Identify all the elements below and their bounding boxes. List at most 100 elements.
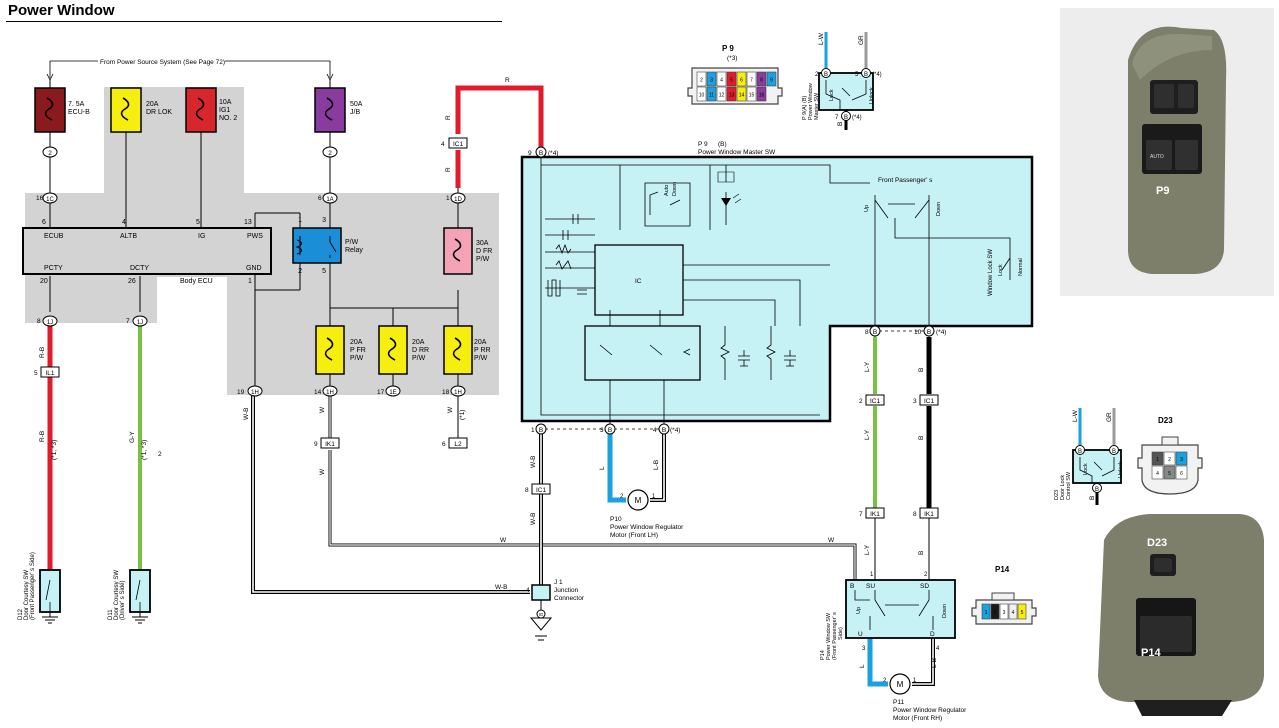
svg-text:M: M <box>897 680 904 689</box>
svg-text:3: 3 <box>600 427 604 434</box>
ecu-pin-ecub: ECUB <box>44 233 64 240</box>
connector-pin <box>999 603 1009 620</box>
svg-text:Door Lock: Door Lock <box>1060 475 1066 500</box>
svg-text:P14: P14 <box>820 650 826 660</box>
svg-text:1: 1 <box>531 427 535 434</box>
wire-labels: R R R R-B R-B (*1, *3) G-Y (*1, *3) 2 W-… <box>39 32 1113 668</box>
svg-text:L: L <box>599 466 606 470</box>
fuse-name2: P/W <box>350 355 364 362</box>
svg-text:D: D <box>930 631 935 638</box>
svg-text:IK1: IK1 <box>924 511 934 518</box>
fuse-name: D FR <box>476 248 492 255</box>
svg-text:D11: D11 <box>108 609 114 620</box>
master-pin-b: B1 <box>531 423 547 435</box>
svg-text:7: 7 <box>835 115 839 121</box>
svg-text:3: 3 <box>913 398 917 405</box>
front-passenger-label: Front Passenger' s <box>878 177 933 184</box>
photo-label-p14: P14 <box>1141 647 1161 659</box>
svg-text:L-Y: L-Y <box>864 361 871 372</box>
svg-text:SD: SD <box>920 583 929 590</box>
connector-pin-label: 4 <box>1012 610 1015 616</box>
ecu-pin-ig: IG <box>198 233 205 240</box>
svg-text:1: 1 <box>652 494 656 500</box>
svg-text:20: 20 <box>40 278 48 285</box>
svg-text:Lock: Lock <box>998 264 1004 276</box>
fuse-ig1-no2: 10A IG1 NO. 2 <box>185 87 237 133</box>
fuse-name2: NO. 2 <box>219 115 237 122</box>
fuse-name2: P/W <box>474 355 488 362</box>
svg-text:4: 4 <box>653 427 657 434</box>
svg-text:W: W <box>319 406 326 413</box>
svg-text:Motor (Front LH): Motor (Front LH) <box>610 532 658 539</box>
svg-text:W-B: W-B <box>530 512 537 525</box>
connector-pin-label: 3 <box>1003 610 1006 616</box>
connector-pin-label: 11 <box>709 93 714 99</box>
svg-text:M: M <box>635 496 642 505</box>
svg-text:R-B: R-B <box>39 347 46 358</box>
ecu-label: Body ECU <box>180 278 213 285</box>
connector-pin <box>1151 465 1164 480</box>
svg-text:(*3): (*3) <box>727 55 737 62</box>
connector-pin-label: 3 <box>1180 457 1183 463</box>
connector-pin <box>1175 465 1188 480</box>
door-courtesy-sw-d11: D11 Door Courtesy SW (Driver' s Side) <box>108 569 151 624</box>
power-source-note: From Power Source System (See Page 72) <box>100 59 225 66</box>
svg-text:17: 17 <box>377 389 385 396</box>
svg-text:B: B <box>608 427 612 434</box>
svg-text:2: 2 <box>815 72 819 78</box>
connector-pin <box>1151 451 1164 466</box>
svg-text:B: B <box>844 115 848 121</box>
svg-text:4: 4 <box>122 219 126 226</box>
connector-pin-label: 6 <box>740 78 743 84</box>
svg-text:1C: 1C <box>46 197 54 203</box>
svg-text:B: B <box>539 427 543 434</box>
fuse-amp: 20A <box>474 339 487 346</box>
connector-pin <box>716 71 727 87</box>
fuse-name: P RR <box>474 347 491 354</box>
svg-text:5: 5 <box>34 370 38 377</box>
svg-text:Master SW: Master SW <box>814 92 820 120</box>
connector-pin-label: 5 <box>1021 610 1024 616</box>
svg-text:J 1: J 1 <box>554 579 563 586</box>
svg-text:7: 7 <box>859 511 863 518</box>
master-pin-10: B10(*4) <box>914 325 946 337</box>
connector-pin <box>990 603 1000 620</box>
fuse-name: D RR <box>412 347 429 354</box>
ecu-pin-dcty: DCTY <box>130 265 149 272</box>
svg-text:9: 9 <box>528 150 532 157</box>
connector-pin-label: 7 <box>750 78 753 84</box>
page-title: Power Window <box>8 2 115 19</box>
svg-text:W-B: W-B <box>243 407 250 420</box>
svg-text:IL1: IL1 <box>45 370 54 377</box>
svg-text:2: 2 <box>883 678 887 684</box>
connector-pin <box>696 86 707 102</box>
svg-text:Junction: Junction <box>554 587 579 594</box>
photo-label-p9: P9 <box>1156 185 1169 197</box>
connector-pin <box>746 71 757 87</box>
svg-text:R-B: R-B <box>39 431 46 442</box>
svg-text:W: W <box>828 537 835 544</box>
svg-text:W: W <box>319 468 326 475</box>
svg-text:Lock: Lock <box>1083 463 1089 475</box>
connector-pin-label: 2 <box>1168 457 1171 463</box>
photo-master-switch: AUTO P9 <box>1060 8 1274 296</box>
svg-text:6: 6 <box>318 195 322 202</box>
connector-pin <box>736 86 747 102</box>
master-sw-sub: (B) <box>718 141 727 148</box>
svg-text:GR: GR <box>858 35 865 45</box>
svg-text:2: 2 <box>620 494 624 500</box>
power-source-annotation: From Power Source System (See Page 72) <box>46 59 334 81</box>
svg-text:Unlock: Unlock <box>869 87 875 104</box>
master-pin-3: B3 <box>600 423 616 435</box>
svg-text:Power Window Regulator: Power Window Regulator <box>893 707 967 714</box>
connector-pin <box>1163 465 1176 480</box>
svg-text:L-B: L-B <box>653 460 660 470</box>
connector-pin-label: 3 <box>710 78 713 84</box>
connector-l2: L26 <box>442 437 468 449</box>
fuse-amp: 50A <box>350 101 363 108</box>
